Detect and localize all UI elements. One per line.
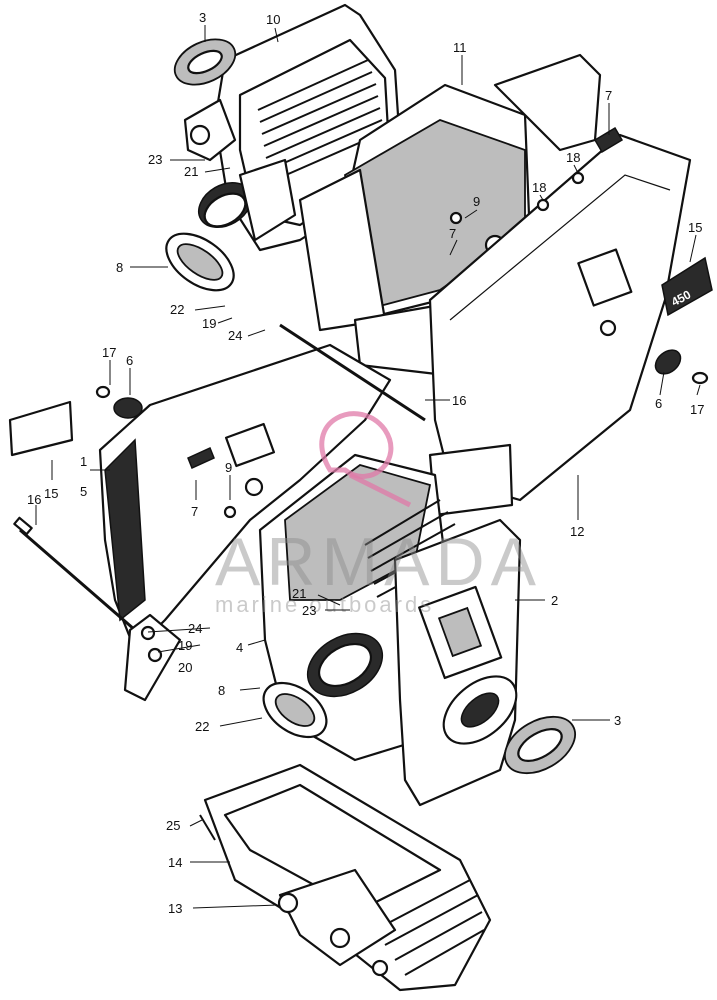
callout-23-top: 23 xyxy=(148,152,162,167)
watermark: ARMADA marine outboards xyxy=(215,411,542,617)
mounting-bracket-left xyxy=(123,613,182,702)
air-filter-element-bottom xyxy=(199,763,492,992)
callout-9-top: 9 xyxy=(473,194,480,209)
callout-3-top: 3 xyxy=(199,10,206,25)
breather-tube-left xyxy=(13,516,136,632)
callout-21-top: 21 xyxy=(184,164,198,179)
callout-21-lower: 21 xyxy=(292,586,306,601)
callout-15-right: 15 xyxy=(688,220,702,235)
callout-7-top-right: 7 xyxy=(605,88,612,103)
callout-25: 25 xyxy=(166,818,180,833)
air-cleaner-case-upper-left xyxy=(173,3,404,252)
callout-19-top: 19 xyxy=(202,316,216,331)
callout-16-left: 16 xyxy=(27,492,41,507)
callout-19-lower: 19 xyxy=(178,638,192,653)
hose-elbow-upper xyxy=(165,232,235,292)
leader-lines xyxy=(35,25,701,909)
callout-15-left: 15 xyxy=(44,486,58,501)
callout-10: 10 xyxy=(266,12,280,27)
callout-11: 11 xyxy=(453,40,467,55)
callout-4: 4 xyxy=(236,640,243,655)
breather-tube-upper xyxy=(279,323,426,422)
callout-20: 20 xyxy=(178,660,192,675)
callout-23-lower: 23 xyxy=(302,603,316,618)
emblem-left xyxy=(8,400,74,457)
callout-18-center: 18 xyxy=(532,180,546,195)
callout-7-center: 7 xyxy=(449,226,456,241)
callout-17-left: 17 xyxy=(102,345,116,360)
callout-24-lower: 24 xyxy=(188,621,202,636)
callout-7-left: 7 xyxy=(191,504,198,519)
watermark-logo xyxy=(319,411,412,508)
callout-8-lower: 8 xyxy=(218,683,225,698)
callout-13: 13 xyxy=(168,901,182,916)
callout-17-right: 17 xyxy=(690,402,704,417)
emblem-right: 450 xyxy=(661,256,713,317)
cooling-fins-bottom xyxy=(374,879,485,976)
air-cleaner-case-lower-right xyxy=(393,518,522,807)
callout-3-lower: 3 xyxy=(614,713,621,728)
side-cover-left xyxy=(98,343,392,652)
callout-6-left: 6 xyxy=(126,353,133,368)
grommet-right xyxy=(654,349,709,385)
callout-8-top: 8 xyxy=(116,260,123,275)
grommet-left xyxy=(95,385,143,419)
callout-9-left: 9 xyxy=(225,460,232,475)
watermark-brand: ARMADA xyxy=(215,524,542,600)
callout-labels: 3 10 11 7 23 21 18 18 9 7 15 8 22 19 24 … xyxy=(27,10,704,916)
callout-2: 2 xyxy=(551,593,558,608)
callout-14: 14 xyxy=(168,855,182,870)
cooling-fins-upper xyxy=(257,59,385,183)
side-cover-right xyxy=(428,53,692,517)
callout-5: 5 xyxy=(80,484,87,499)
callout-24-top: 24 xyxy=(228,328,242,343)
rubber-cap-lower-right xyxy=(504,715,576,775)
callout-22-lower: 22 xyxy=(195,719,209,734)
callout-6-right: 6 xyxy=(655,396,662,411)
callout-12: 12 xyxy=(570,524,584,539)
callout-1: 1 xyxy=(80,454,87,469)
callout-18-right: 18 xyxy=(566,150,580,165)
callout-16-center: 16 xyxy=(452,393,466,408)
callout-22-top: 22 xyxy=(170,302,184,317)
watermark-tagline: marine outboards xyxy=(215,592,434,617)
air-cleaner-case-lower-center xyxy=(258,453,469,762)
